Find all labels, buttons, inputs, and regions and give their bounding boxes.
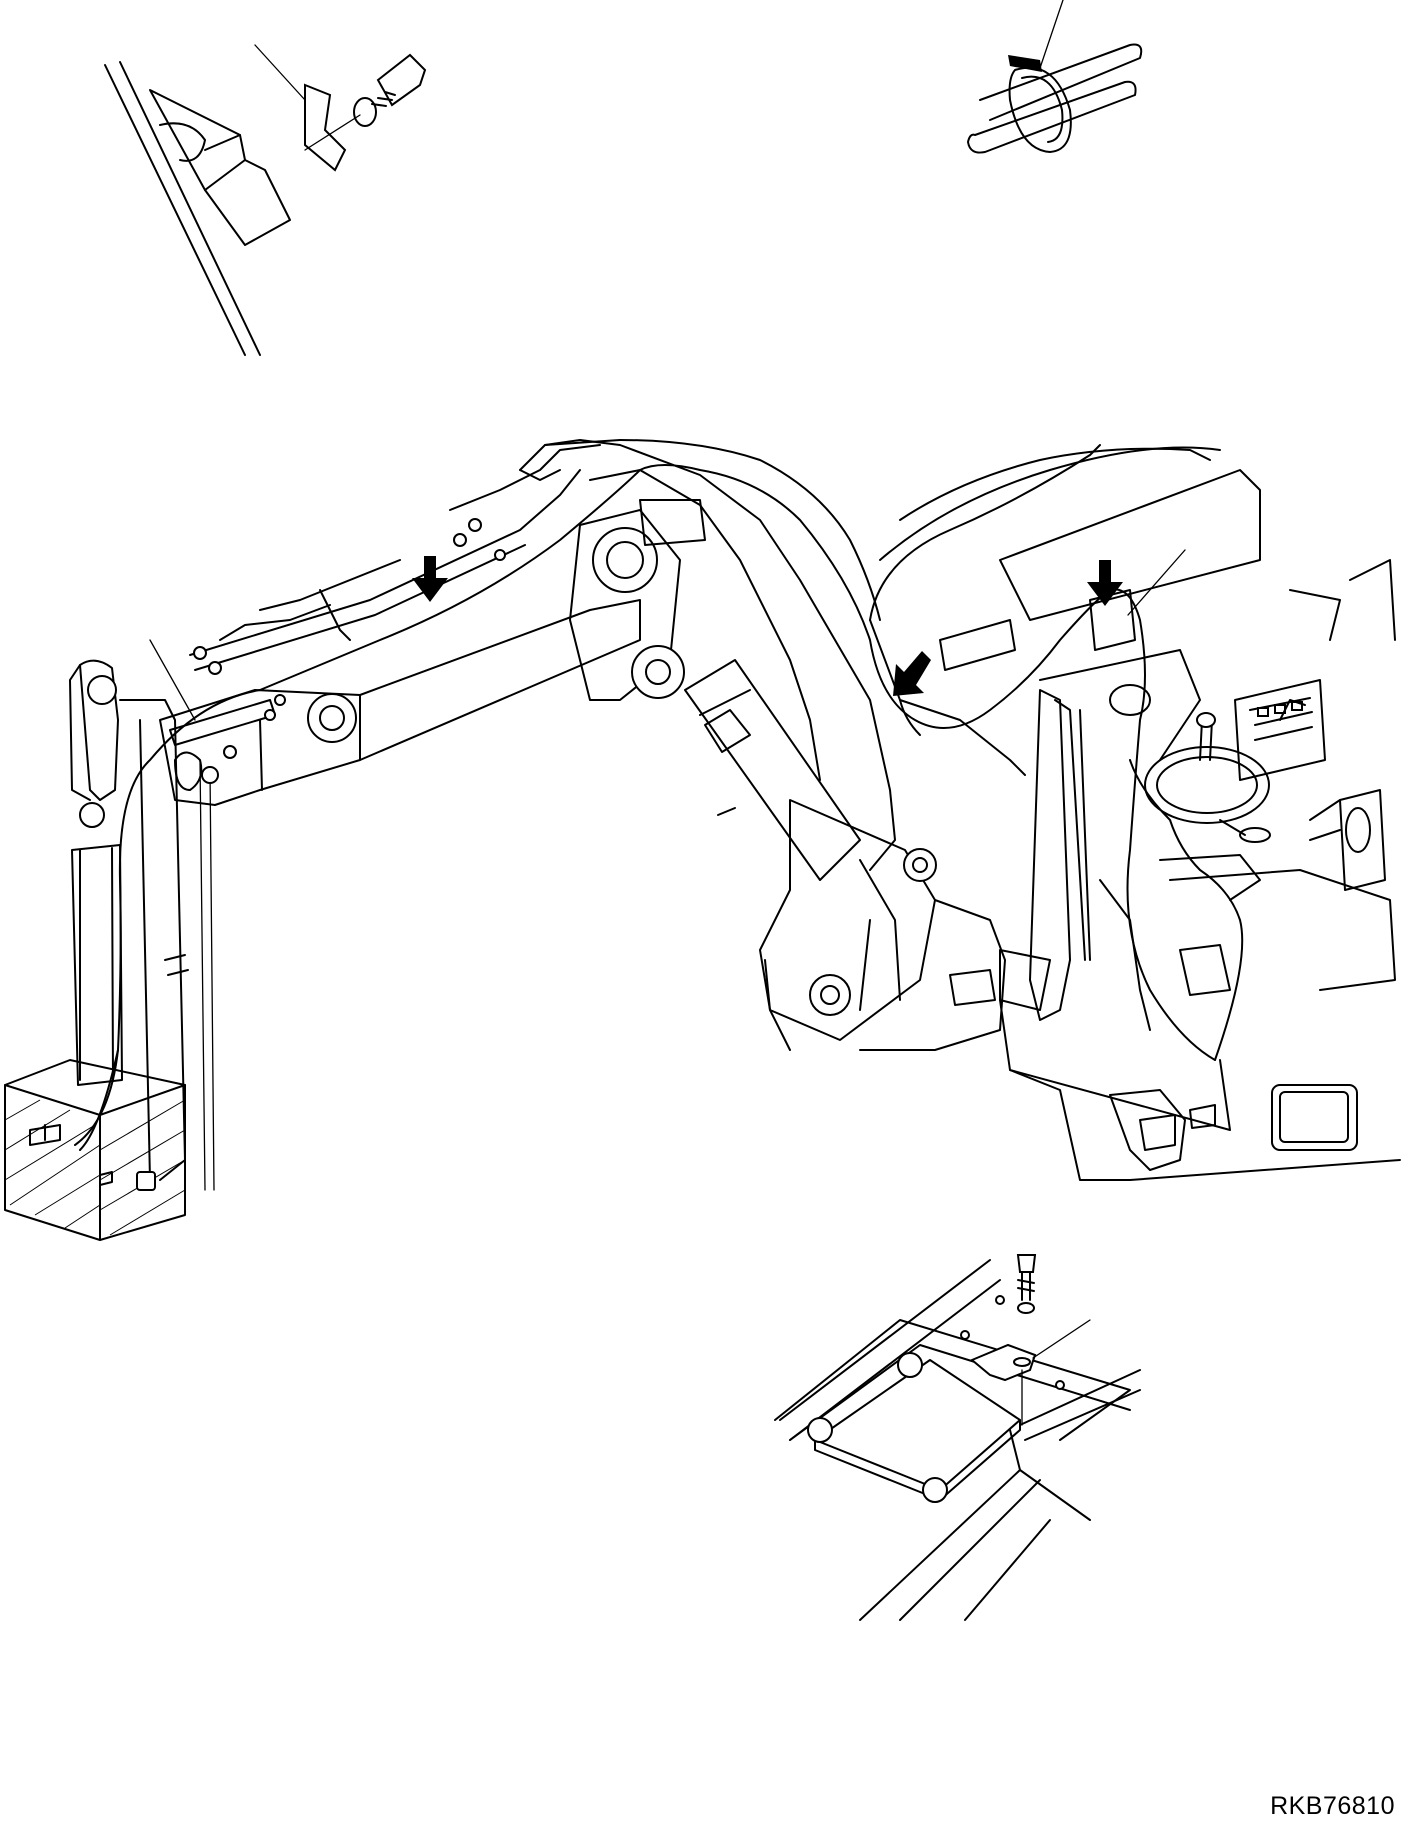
bolt-head [1016, 1254, 1037, 1273]
detail-cable-tie [967, 0, 1143, 154]
boom-cylinder [684, 659, 861, 881]
callout-leader-clip [254, 44, 306, 101]
washer [1017, 1302, 1035, 1314]
diagonal-arrow-icon [893, 651, 931, 696]
boom [519, 439, 896, 871]
arm-cylinder-hoses [189, 444, 601, 721]
callout-leader-boom [1127, 549, 1186, 616]
detail-bracket-clip [104, 44, 427, 356]
wire-harness [74, 439, 1244, 1151]
bolt-head [376, 53, 427, 107]
washer [353, 97, 377, 127]
callout-leader-arm [149, 639, 196, 721]
cab-body [869, 444, 1401, 1181]
swing-bracket [759, 799, 1006, 1051]
mast-post [69, 659, 215, 1191]
callout-leader-plate-clip [1032, 1319, 1091, 1359]
drawing-code: RKB76810 [1270, 1792, 1395, 1820]
dipper-arm [159, 599, 641, 806]
down-arrow-icon [412, 556, 448, 602]
clip-part [304, 83, 347, 172]
clip-part [970, 1343, 1037, 1382]
callout-leaders-main [149, 549, 1186, 721]
base-box [4, 1059, 186, 1241]
down-arrow-icon [1087, 560, 1123, 606]
callout-leader-tie [1039, 0, 1064, 69]
main-assembly [4, 439, 1401, 1241]
pointer-arrows [412, 556, 1123, 696]
operator-station [1099, 559, 1396, 1031]
detail-cover-plate-clip [774, 1254, 1141, 1621]
